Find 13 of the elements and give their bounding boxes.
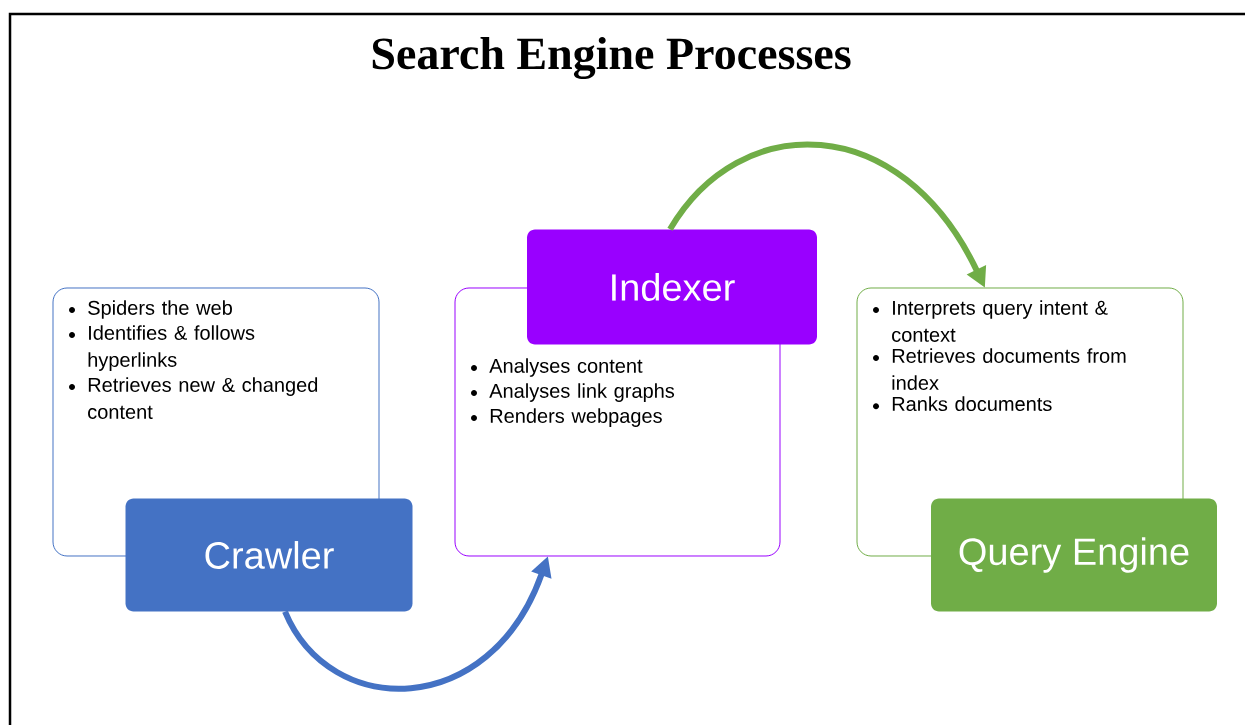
stage-box: Crawler: [125, 498, 413, 612]
stage-box: Indexer: [527, 229, 817, 345]
bullet-item: Ranks documents: [892, 396, 1052, 412]
bullet-item: Identifies & follows hyperlinks: [88, 325, 255, 371]
bullet-item: Retrieves new & changed content: [88, 377, 318, 419]
title: Search Engine Processes: [372, 36, 851, 80]
bullet-item: Renders webpages: [490, 408, 662, 427]
bullet-item: Analyses content: [489, 358, 643, 377]
bullet-item: Retrieves documents from index: [892, 348, 1126, 390]
stage-box: Query Engine: [931, 498, 1217, 612]
bullet-item: Interprets query intent & context: [892, 300, 1108, 342]
bullet-item: Spiders the web: [88, 300, 232, 319]
bullet-item: Analyses link graphs: [489, 383, 675, 402]
